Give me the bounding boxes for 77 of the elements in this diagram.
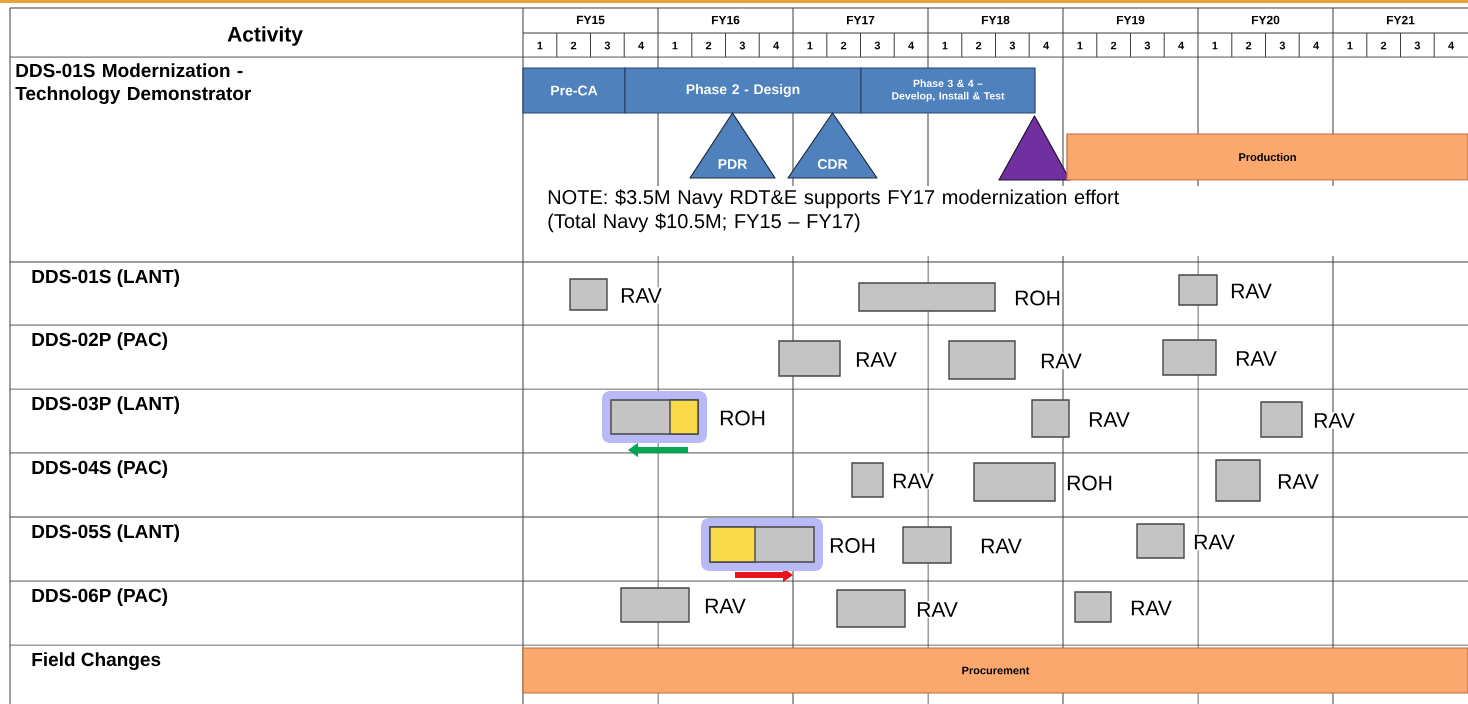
fiscal-year-label: FY18 (981, 15, 1010, 25)
availability-bar (1215, 459, 1261, 502)
availability-bar (778, 340, 841, 377)
fiscal-year-label: FY20 (1251, 15, 1280, 25)
bar-label: RAV (854, 351, 898, 368)
availability-bar (836, 589, 906, 628)
phase-bar: Pre-CA (522, 67, 626, 114)
row-label: DDS-04S (PAC) (32, 460, 168, 478)
milestone-triangle: CDR (787, 112, 878, 179)
quarter-number: 3 (1009, 41, 1016, 50)
row-label: DDS-01S Modernization - Technology Demonstrator (15, 63, 252, 104)
fiscal-year-label: FY21 (1386, 15, 1415, 25)
row-label: DDS-03P (LANT) (32, 396, 180, 414)
quarter-number: 2 (1380, 41, 1387, 50)
row-label: DDS-06P (PAC) (32, 588, 168, 606)
availability-bar (948, 340, 1016, 380)
quarter-number: 4 (1313, 41, 1320, 50)
fiscal-year-label: FY17 (846, 15, 875, 25)
quarter-number: 1 (1077, 41, 1083, 50)
quarter-number: 1 (807, 41, 813, 50)
quarter-number: 2 (1245, 41, 1252, 50)
quarter-number: 4 (908, 41, 915, 50)
availability-bar (1031, 399, 1070, 438)
fiscal-year-label: FY16 (711, 15, 740, 25)
quarter-number: 2 (705, 41, 712, 50)
row-label: DDS-05S (LANT) (32, 524, 180, 542)
quarter-number: 3 (739, 41, 746, 50)
quarter-number: 2 (570, 41, 577, 50)
quarter-number: 2 (840, 41, 847, 50)
quarter-number: 1 (1347, 41, 1353, 50)
availability-bar (1178, 274, 1218, 306)
availability-bar (701, 518, 823, 571)
row-label: DDS-01S (LANT) (32, 269, 180, 287)
quarter-number: 1 (672, 41, 678, 50)
procurement-bar: Procurement (522, 647, 1468, 694)
quarter-number: 2 (1110, 41, 1117, 50)
row-label: DDS-02P (PAC) (32, 332, 168, 350)
quarter-number: 3 (1144, 41, 1151, 50)
availability-bar (602, 391, 707, 443)
availability-bar (1260, 401, 1303, 438)
quarter-number: 4 (1178, 41, 1185, 50)
availability-bar (902, 526, 952, 564)
fiscal-year-label: FY19 (1116, 15, 1145, 25)
availability-bar (569, 278, 608, 311)
quarter-number: 4 (1448, 41, 1455, 50)
availability-bar (1162, 339, 1217, 376)
quarter-number: 1 (942, 41, 948, 50)
availability-bar (973, 462, 1056, 502)
quarter-number: 2 (975, 41, 982, 50)
quarter-number: 4 (638, 41, 645, 50)
availability-bar (1074, 591, 1112, 623)
quarter-number: 4 (773, 41, 780, 50)
availability-bar (1136, 523, 1185, 559)
bar-label: RAV (1234, 350, 1278, 367)
bar-label: RAV (915, 601, 959, 618)
production-bar: Production (1066, 133, 1468, 181)
row-label: Field Changes (32, 652, 161, 670)
bar-label: ROH (828, 537, 877, 554)
bar-label: RAV (1087, 411, 1131, 428)
milestone-triangle: PDR (689, 112, 776, 179)
quarter-number: 1 (537, 41, 543, 50)
quarter-number: 3 (1414, 41, 1421, 50)
note-text: NOTE: $3.5M Navy RDT&E supports FY17 modernization effort (Total Navy $10.5M; FY15 – FY17) (548, 189, 1120, 233)
availability-bar (620, 587, 690, 623)
availability-bar (858, 282, 996, 312)
phase-bar: Phase 3 & 4 – Develop, Install & Test (860, 67, 1036, 114)
availability-bar (851, 462, 884, 498)
fiscal-year-label: FY15 (576, 15, 605, 25)
quarter-number: 3 (874, 41, 881, 50)
bar-label: RAV (1312, 412, 1356, 429)
quarter-number: 3 (604, 41, 611, 50)
quarter-number: 4 (1043, 41, 1050, 50)
bar-label: RAV (1276, 473, 1320, 490)
quarter-number: 3 (1279, 41, 1286, 50)
bar-label: RAV (619, 287, 663, 304)
column-header: Activity (227, 26, 303, 46)
quarter-number: 1 (1212, 41, 1218, 50)
